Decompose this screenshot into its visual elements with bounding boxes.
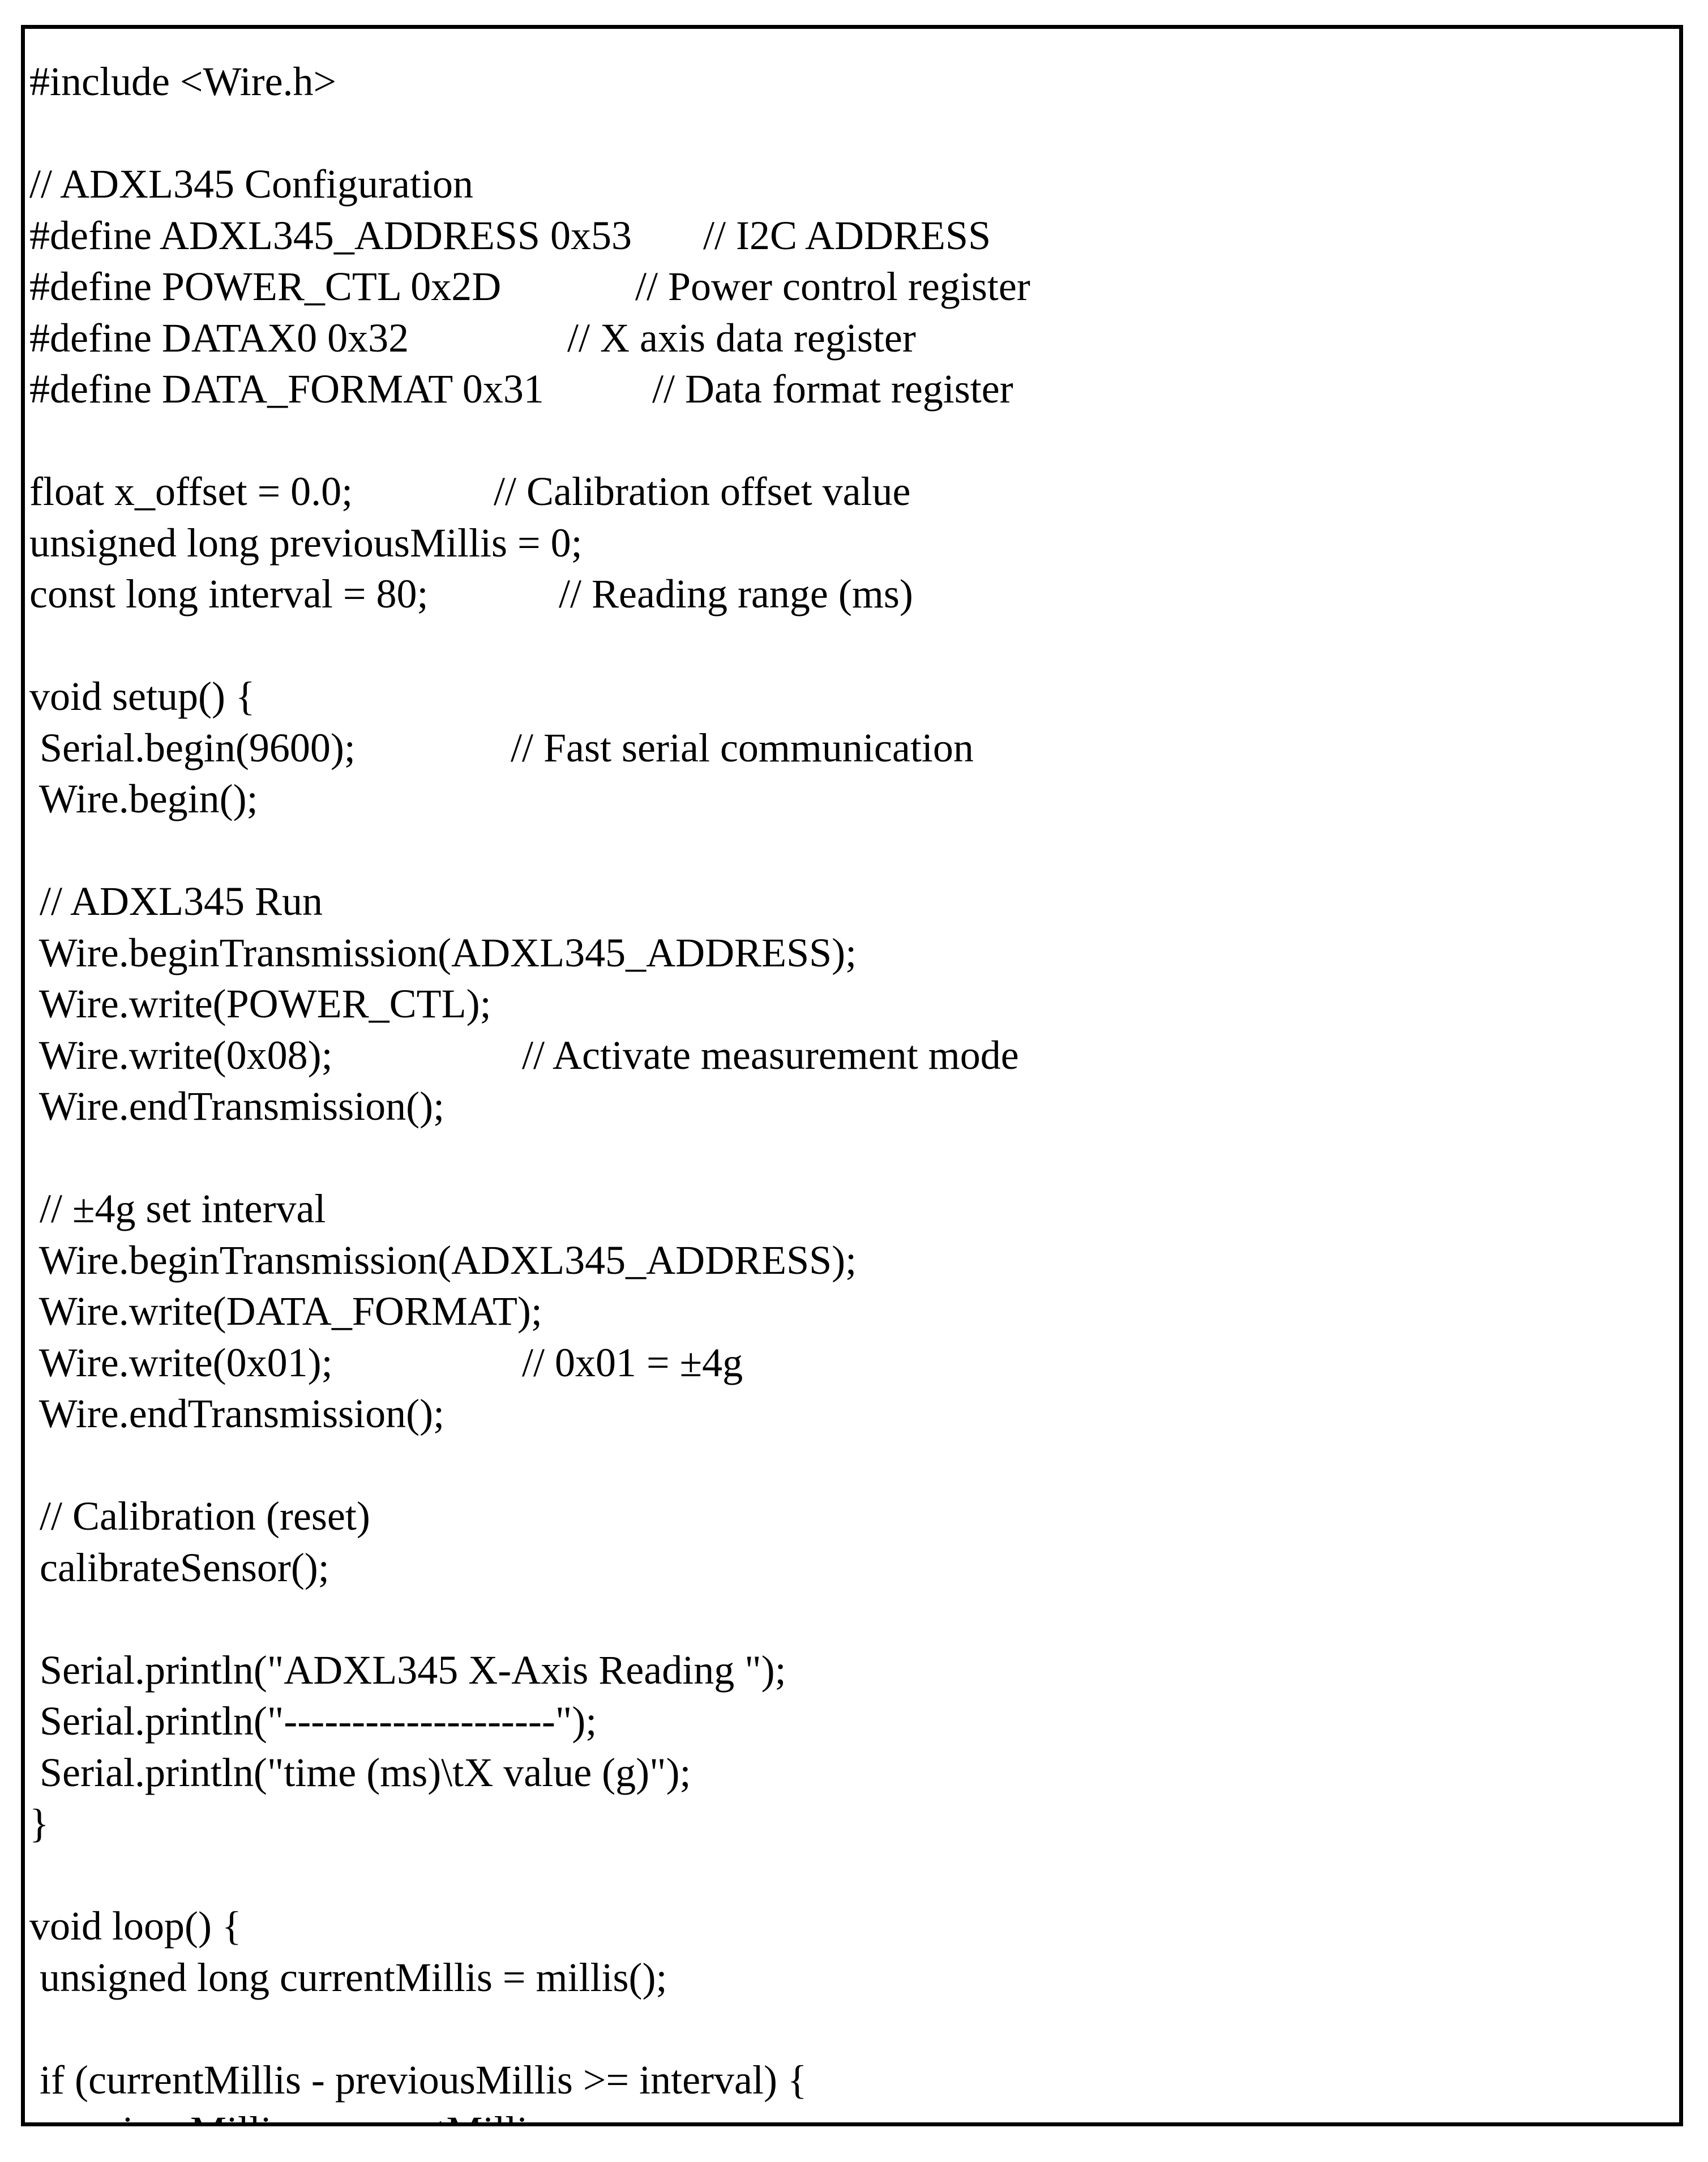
code-text: // ADXL345 Run [29, 879, 323, 924]
code-line [29, 620, 1679, 671]
code-line: // ADXL345 Run [29, 876, 1679, 927]
code-line: Serial.println("time (ms)\tX value (g)")… [29, 1747, 1679, 1799]
code-text: float x_offset = 0.0; [29, 469, 353, 514]
code-line: Wire.write(0x01); // 0x01 = ±4g [29, 1337, 1679, 1389]
code-line: Wire.endTransmission(); [29, 1081, 1679, 1132]
code-text: Wire.endTransmission(); [29, 1084, 445, 1129]
code-text: Serial.println("ADXL345 X-Axis Reading "… [29, 1647, 786, 1693]
inline-comment: // Data format register [652, 366, 1013, 412]
code-line: Serial.begin(9600); // Fast serial commun… [29, 722, 1679, 774]
inline-comment: // Power control register [635, 264, 1030, 309]
code-text: Wire.endTransmission(); [29, 1391, 445, 1436]
code-text: void setup() { [29, 674, 255, 719]
code-text: Wire.write(0x01); [29, 1339, 333, 1385]
code-text: // ADXL345 Configuration [29, 161, 473, 207]
code-text: previousMillis = currentMillis; [29, 2105, 555, 2122]
code-text: #include <Wire.h> [29, 59, 337, 104]
code-text: Serial.println("--------------------"); [29, 1698, 597, 1744]
code-line: previousMillis = currentMillis; [29, 2105, 1679, 2122]
code-line: Wire.write(0x08); // Activate measurement… [29, 1030, 1679, 1081]
code-line: if (currentMillis - previousMillis >= in… [29, 2054, 1679, 2106]
code-line: unsigned long previousMillis = 0; [29, 517, 1679, 569]
code-text: Serial.begin(9600); [29, 725, 356, 770]
code-line: #define ADXL345_ADDRESS 0x53 // I2C ADDRE… [29, 210, 1679, 262]
code-line [29, 415, 1679, 466]
code-text: Wire.beginTransmission(ADXL345_ADDRESS); [29, 930, 857, 975]
code-text: Wire.write(DATA_FORMAT); [29, 1288, 542, 1334]
code-line: void loop() { [29, 1900, 1679, 1952]
inline-comment: // I2C ADDRESS [703, 212, 991, 258]
code-text: #define POWER_CTL 0x2D [29, 264, 502, 309]
code-line [29, 1593, 1679, 1645]
inline-comment: // Activate measurement mode [522, 1032, 1019, 1078]
code-line: #define DATAX0 0x32 // X axis data regist… [29, 312, 1679, 364]
code-line: calibrateSensor(); [29, 1542, 1679, 1594]
code-text: void loop() { [29, 1903, 242, 1949]
code-line: float x_offset = 0.0; // Calibration offs… [29, 466, 1679, 517]
code-line: #include <Wire.h> [29, 56, 1679, 108]
code-text: // Calibration (reset) [29, 1493, 370, 1539]
inline-comment: // Calibration offset value [494, 469, 911, 514]
code-text: #define ADXL345_ADDRESS 0x53 [29, 212, 632, 258]
inline-comment: // Reading range (ms) [559, 571, 913, 617]
code-line: unsigned long currentMillis = millis(); [29, 1952, 1679, 2003]
code-text: calibrateSensor(); [29, 1544, 329, 1590]
code-line: Serial.println("ADXL345 X-Axis Reading "… [29, 1645, 1679, 1696]
code-text: } [29, 1801, 49, 1846]
code-line: Wire.beginTransmission(ADXL345_ADDRESS); [29, 927, 1679, 979]
code-text: Serial.println("time (ms)\tX value (g)")… [29, 1749, 691, 1795]
code-line: Serial.println("--------------------"); [29, 1696, 1679, 1747]
code-text: const long interval = 80; [29, 571, 429, 617]
code-text: // ±4g set interval [29, 1186, 326, 1231]
code-line [29, 1440, 1679, 1491]
code-line: #define DATA_FORMAT 0x31 // Data format r… [29, 363, 1679, 415]
code-line: } [29, 1798, 1679, 1850]
code-line: Wire.endTransmission(); [29, 1388, 1679, 1440]
code-text: #define DATA_FORMAT 0x31 [29, 366, 544, 412]
inline-comment: // Fast serial communication [511, 725, 974, 770]
code-line: // Calibration (reset) [29, 1491, 1679, 1542]
code-line: const long interval = 80; // Reading rang… [29, 568, 1679, 620]
code-text: Wire.begin(); [29, 776, 258, 821]
code-line [29, 2003, 1679, 2054]
code-text: #define DATAX0 0x32 [29, 315, 409, 361]
code-line: // ADXL345 Configuration [29, 159, 1679, 210]
code-text: Wire.write(0x08); [29, 1032, 333, 1078]
code-listing: #include <Wire.h> // ADXL345 Configuratio… [29, 56, 1679, 2122]
code-line: Wire.write(POWER_CTL); [29, 978, 1679, 1030]
code-listing-frame: #include <Wire.h> // ADXL345 Configuratio… [21, 25, 1683, 2126]
code-line: #define POWER_CTL 0x2D // Power control r… [29, 261, 1679, 312]
code-text: unsigned long currentMillis = millis(); [29, 1954, 667, 2000]
code-text: unsigned long previousMillis = 0; [29, 520, 583, 566]
code-line: void setup() { [29, 671, 1679, 722]
inline-comment: // 0x01 = ±4g [522, 1339, 743, 1385]
code-line: Wire.begin(); [29, 773, 1679, 825]
code-text: Wire.beginTransmission(ADXL345_ADDRESS); [29, 1237, 857, 1283]
code-line [29, 825, 1679, 876]
inline-comment: // X axis data register [567, 315, 916, 361]
code-line: Wire.write(DATA_FORMAT); [29, 1286, 1679, 1337]
code-line [29, 1132, 1679, 1184]
code-text: Wire.write(POWER_CTL); [29, 981, 491, 1026]
code-text: if (currentMillis - previousMillis >= in… [29, 2057, 807, 2103]
code-line: // ±4g set interval [29, 1183, 1679, 1235]
code-line [29, 1850, 1679, 1901]
code-line [29, 108, 1679, 159]
code-line: Wire.beginTransmission(ADXL345_ADDRESS); [29, 1235, 1679, 1286]
